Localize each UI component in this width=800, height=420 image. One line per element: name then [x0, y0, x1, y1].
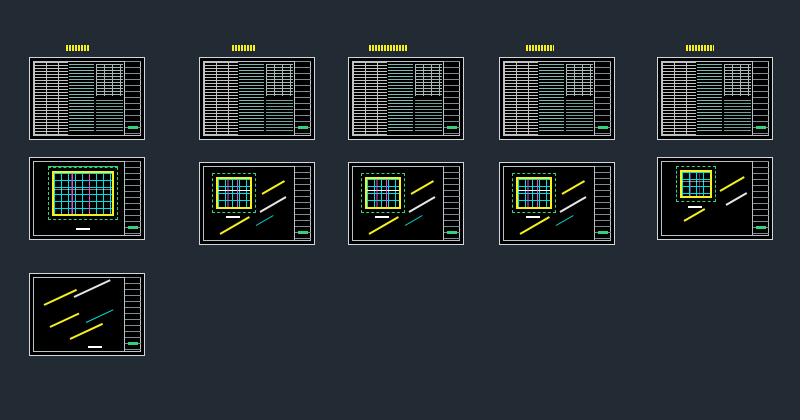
- plan-caption: [76, 228, 90, 230]
- title-block-logo: [447, 231, 457, 234]
- floor-plan: [212, 173, 256, 213]
- title-block-logo: [756, 126, 766, 129]
- title-block: [294, 61, 311, 136]
- material-table: [353, 62, 388, 135]
- design-notes-text: [387, 64, 413, 133]
- material-table: [34, 62, 69, 135]
- floor-plan: [512, 173, 556, 213]
- title-block-logo: [447, 126, 457, 129]
- plan-caption: [375, 216, 389, 218]
- title-block: [594, 61, 611, 136]
- material-table: [504, 62, 539, 135]
- plan-caption: [526, 216, 540, 218]
- sheet-title-4: ■■■■■■■■: [526, 45, 554, 51]
- sheet-title-5: ■■■■■■■■: [686, 45, 714, 51]
- floor-plan: [48, 167, 118, 220]
- design-notes-text: [696, 64, 722, 133]
- material-table: [204, 62, 239, 135]
- plan-caption: [226, 216, 240, 218]
- drawing-sheet-4[interactable]: [499, 57, 615, 140]
- title-block: [124, 161, 141, 236]
- title-block: [752, 161, 769, 236]
- design-notes-text: [68, 64, 94, 133]
- title-block: [124, 277, 141, 352]
- legend-table: [266, 64, 294, 97]
- title-block: [443, 61, 460, 136]
- legend-table: [415, 64, 443, 97]
- title-block-logo: [128, 226, 138, 229]
- drawing-sheet-10[interactable]: [657, 157, 773, 240]
- title-block-logo: [756, 226, 766, 229]
- floor-plan: [361, 173, 405, 213]
- drawing-sheet-11[interactable]: [29, 273, 145, 356]
- title-block: [752, 61, 769, 136]
- drawing-sheet-2[interactable]: [199, 57, 315, 140]
- legend-table: [566, 64, 594, 97]
- notes-text: [96, 100, 124, 133]
- design-notes-text: [538, 64, 564, 133]
- design-notes-text: [238, 64, 264, 133]
- sheet-title-3: ■■■■■■■■■■■: [369, 45, 407, 51]
- plan-caption: [688, 206, 702, 208]
- legend-table: [96, 64, 124, 97]
- notes-text: [266, 100, 294, 133]
- sheet-title-2: ■■■■■■■: [232, 45, 256, 51]
- floor-plan: [676, 166, 716, 202]
- notes-text: [566, 100, 594, 133]
- title-block-logo: [298, 126, 308, 129]
- title-block-logo: [128, 342, 138, 345]
- drawing-sheet-6[interactable]: [29, 157, 145, 240]
- title-block-logo: [598, 231, 608, 234]
- title-block-logo: [598, 126, 608, 129]
- title-block: [594, 166, 611, 241]
- plan-caption: [88, 346, 102, 348]
- material-table: [662, 62, 697, 135]
- drawing-sheet-3[interactable]: [348, 57, 464, 140]
- drawing-sheet-5[interactable]: [657, 57, 773, 140]
- drawing-sheet-7[interactable]: [199, 162, 315, 245]
- title-block: [443, 166, 460, 241]
- dimension-line: [48, 166, 118, 167]
- drawing-sheet-1[interactable]: [29, 57, 145, 140]
- drawing-sheet-9[interactable]: [499, 162, 615, 245]
- title-block-logo: [128, 126, 138, 129]
- notes-text: [415, 100, 443, 133]
- legend-table: [724, 64, 752, 97]
- drawing-sheet-8[interactable]: [348, 162, 464, 245]
- notes-text: [724, 100, 752, 133]
- title-block-logo: [298, 231, 308, 234]
- title-block: [294, 166, 311, 241]
- sheet-title-1: ■■■■■■■: [66, 45, 90, 51]
- title-block: [124, 61, 141, 136]
